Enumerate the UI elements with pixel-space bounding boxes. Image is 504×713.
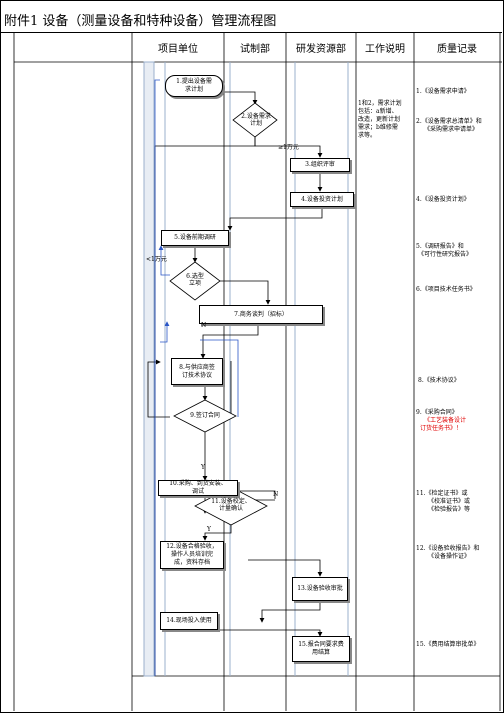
- work-note-line-5: 求等。: [358, 132, 377, 139]
- flow-connectors-blue: [154, 79, 239, 676]
- step-14-field-use: 14.现场投入使用: [160, 612, 218, 630]
- title-row: 附件1 设备（测量设备和特种设备）管理流程图: [0, 0, 502, 33]
- record-15: 15.《费用结算审批单》: [416, 641, 480, 648]
- decision-contract: [173, 399, 237, 433]
- header-work-description: 工作说明: [365, 43, 405, 55]
- record-9a: 9.《采购合同》: [416, 409, 458, 416]
- step-15-settlement: 15.报合同要求费 用结算: [292, 636, 350, 662]
- work-note-line-2: 包括：a新增、: [358, 108, 398, 115]
- step-11-label: 11.设备校定、 计量确认: [211, 498, 251, 512]
- record-4: 4.《设备投资计划》: [416, 196, 470, 203]
- record-12b: 《设备操作证》: [428, 553, 471, 560]
- decision-demand-plan: [232, 102, 278, 138]
- work-note-line-4: 需求；b维修需: [358, 124, 398, 131]
- record-1: 1.《设备需求申请》: [416, 88, 470, 95]
- record-2b: 《采购需求申请单》: [424, 126, 479, 133]
- step-6-label: 6.选型 立项: [186, 273, 204, 287]
- step-9-label: 9.签订合同: [190, 412, 220, 419]
- decision-calibration: [194, 486, 268, 526]
- step-2-label: 2.设备需求 计划: [241, 113, 271, 127]
- record-11c: 《检验报告》等: [428, 506, 471, 513]
- record-11a: 11.《检定证书》或: [416, 490, 468, 497]
- step-3-review: 3.组织评审: [290, 158, 350, 172]
- step-1-submit-demand: 1.提出设备需 求计划: [165, 75, 223, 97]
- step-4-investment-plan: 4.设备投资计划: [290, 192, 354, 207]
- record-9b: 《工艺装备设计: [424, 417, 467, 424]
- record-2a: 2.《设备需求总清单》和: [416, 118, 482, 125]
- header-trial-department: 试制部: [240, 43, 270, 55]
- record-8: 8.《技术协议》: [418, 377, 460, 384]
- record-5b: 《可行性研究报告》: [418, 251, 473, 258]
- record-12a: 12.《设备验收报告》和: [416, 545, 480, 552]
- header-rd-resources: 研发资源部: [296, 43, 346, 55]
- header-quality-records: 质量记录: [437, 43, 477, 55]
- step-10-procurement: 10.采购、到货安装、 调试: [158, 480, 238, 496]
- record-11b: 《校准证书》或: [428, 498, 471, 505]
- label-no-b: N: [273, 491, 279, 498]
- work-note-line-1: 1和2，需求计划: [358, 100, 402, 107]
- record-6: 6.《项目技术任务书》: [416, 286, 476, 293]
- decision-selection: [169, 261, 221, 301]
- page-title: 附件1 设备（测量设备和特种设备）管理流程图: [4, 14, 277, 29]
- step-8-tech-agreement: 8.与供应商签 订技术协议: [171, 358, 223, 385]
- label-over-10k: ≥1万元: [278, 144, 299, 151]
- header-project-unit: 项目单位: [158, 43, 198, 55]
- step-7-negotiation: 7.商务谈判（招标）: [199, 305, 323, 324]
- step-12-acceptance: 12.设备合格验收， 操作人员培训完 成，资料存档: [160, 541, 224, 569]
- record-5a: 5.《调研报告》和: [416, 243, 464, 250]
- label-no-a: N: [201, 322, 207, 329]
- label-yes-a: Y: [201, 464, 205, 471]
- step-5-pre-research: 5.设备前期调研: [161, 230, 229, 246]
- label-under-10k: <1万元: [146, 256, 167, 263]
- table-grid: [13, 32, 502, 711]
- record-9c: 订货任务书》！: [420, 425, 463, 432]
- label-yes-b: Y: [207, 526, 211, 533]
- work-note-line-3: 改造，更新计划: [358, 116, 401, 123]
- step-13-approval: 13.设备验收审批: [292, 577, 348, 601]
